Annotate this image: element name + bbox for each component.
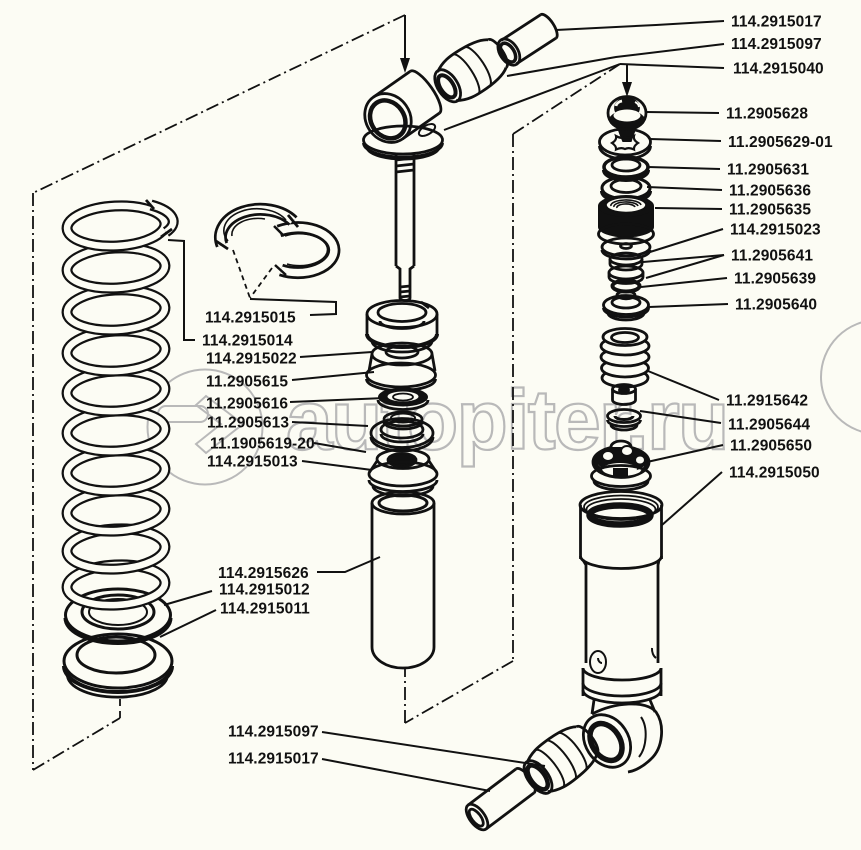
svg-text:114.2915011: 114.2915011: [220, 601, 310, 618]
svg-text:114.2915012: 114.2915012: [219, 582, 310, 599]
svg-text:114.2915017: 114.2915017: [228, 751, 319, 768]
svg-text:11.2905635: 11.2905635: [729, 202, 811, 219]
svg-text:11.2915642: 11.2915642: [726, 393, 808, 410]
svg-text:11.2905639: 11.2905639: [734, 271, 816, 288]
svg-text:114.2915626: 114.2915626: [218, 565, 309, 582]
svg-text:11.1905619-20: 11.1905619-20: [210, 436, 315, 453]
svg-text:11.2905644: 11.2905644: [728, 417, 810, 434]
svg-text:114.2915014: 114.2915014: [202, 333, 293, 350]
svg-text:11.2905636: 11.2905636: [729, 183, 811, 200]
svg-text:114.2915097: 114.2915097: [228, 724, 319, 741]
svg-text:11.2905616: 11.2905616: [206, 396, 288, 413]
svg-text:11.2905650: 11.2905650: [730, 438, 812, 455]
svg-text:114.2915022: 114.2915022: [206, 351, 297, 368]
svg-text:114.2915017: 114.2915017: [731, 14, 822, 31]
svg-text:11.2905631: 11.2905631: [727, 162, 809, 179]
svg-text:114.2915097: 114.2915097: [731, 36, 822, 53]
svg-text:114.2915040: 114.2915040: [733, 61, 824, 78]
svg-text:11.2905640: 11.2905640: [735, 297, 817, 314]
svg-text:11.2905613: 11.2905613: [207, 415, 289, 432]
svg-text:114.2915013: 114.2915013: [207, 454, 298, 471]
svg-text:11.2905628: 11.2905628: [726, 106, 808, 123]
svg-text:114.2915015: 114.2915015: [205, 310, 296, 327]
svg-text:autopiter.ru: autopiter.ru: [286, 373, 728, 467]
svg-text:114.2915023: 114.2915023: [730, 222, 821, 239]
svg-text:114.2915050: 114.2915050: [729, 465, 820, 482]
svg-text:11.2905641: 11.2905641: [731, 248, 813, 265]
svg-text:11.2905629-01: 11.2905629-01: [728, 134, 833, 151]
svg-text:11.2905615: 11.2905615: [206, 374, 288, 391]
